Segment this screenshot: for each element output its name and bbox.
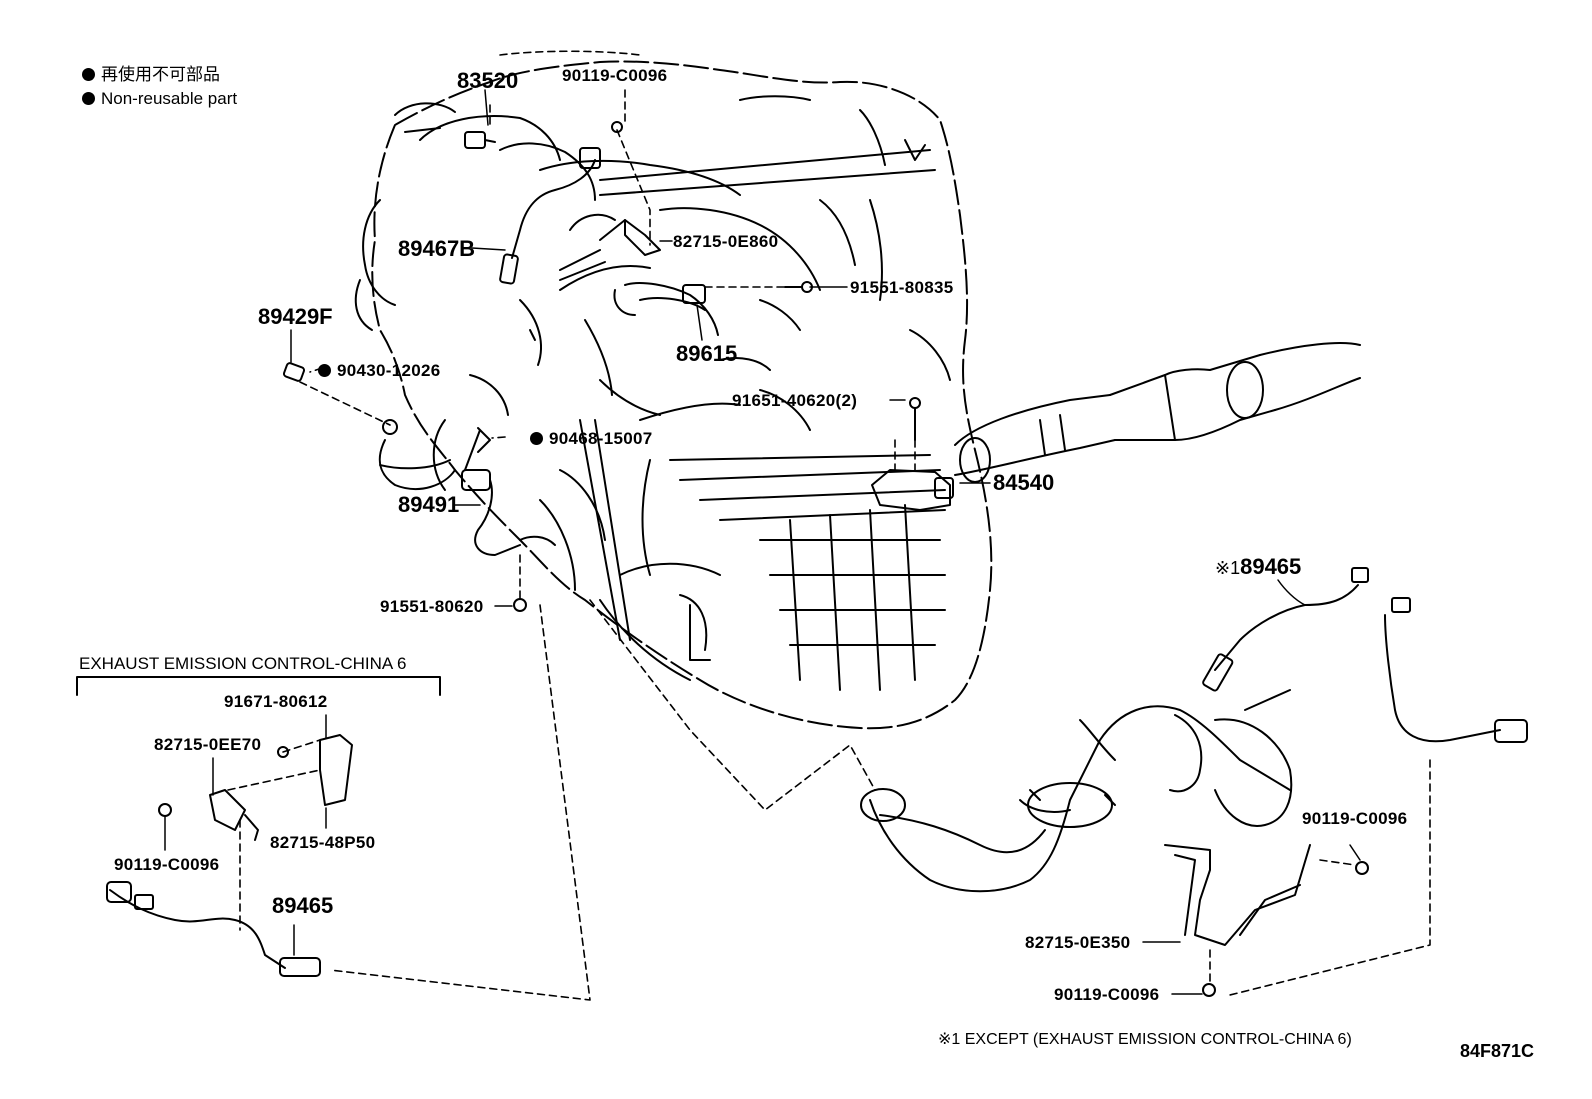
part-label-91551-80620[interactable]: 91551-80620 <box>380 597 484 616</box>
part-label-83520[interactable]: 83520 <box>457 68 519 93</box>
part-label-82715-0e350[interactable]: 82715-0E350 <box>1025 933 1131 952</box>
part-label-89429f[interactable]: 89429F <box>258 304 333 329</box>
part-number-text: 89465 <box>1240 554 1302 579</box>
part-label-89467b[interactable]: 89467B <box>398 236 476 261</box>
non-reusable-dot-icon <box>82 92 95 105</box>
part-number-text: 90468-15007 <box>549 429 653 448</box>
part-label-89465-inset[interactable]: 89465 <box>272 893 334 918</box>
dashed-connectors <box>227 50 1431 1001</box>
part-label-82715-48p50[interactable]: 82715-48P50 <box>270 833 376 852</box>
leader-lines <box>164 89 1361 995</box>
engine-block-outline <box>354 60 993 730</box>
part-label-84540[interactable]: 84540 <box>993 470 1055 495</box>
legend-en: Non-reusable part <box>82 90 237 107</box>
except-mark: ※1 <box>1215 558 1241 578</box>
part-label-91551-80835[interactable]: 91551-80835 <box>850 278 954 297</box>
part-label-89615[interactable]: 89615 <box>676 341 738 366</box>
part-label-91671-80612[interactable]: 91671-80612 <box>224 692 328 711</box>
part-label-90468-15007[interactable]: 90468-15007 <box>530 430 653 447</box>
non-reusable-dot-icon <box>318 364 331 377</box>
part-label-89491[interactable]: 89491 <box>398 492 460 517</box>
inset-parts <box>76 676 441 977</box>
part-label-90119-right[interactable]: 90119-C0096 <box>1302 809 1408 828</box>
footnote: ※1 EXCEPT (EXHAUST EMISSION CONTROL-CHIN… <box>938 1031 1352 1048</box>
part-label-91651-40620[interactable]: 91651-40620(2) <box>732 391 858 410</box>
non-reusable-dot-icon <box>82 68 95 81</box>
part-label-90430-12026[interactable]: 90430-12026 <box>318 362 441 379</box>
inset-title: EXHAUST EMISSION CONTROL-CHINA 6 <box>79 654 407 673</box>
part-label-82715-0e860[interactable]: 82715-0E860 <box>673 232 779 251</box>
part-number-text: 90430-12026 <box>337 361 441 380</box>
non-reusable-dot-icon <box>530 432 543 445</box>
part-label-90119-top[interactable]: 90119-C0096 <box>562 66 668 85</box>
legend-en-text: Non-reusable part <box>101 89 238 108</box>
part-label-90119-inset[interactable]: 90119-C0096 <box>114 855 220 874</box>
diagram-code: 84F871C <box>1460 1041 1535 1061</box>
legend-ja-text: 再使用不可部品 <box>101 65 220 84</box>
part-label-82715-0ee70[interactable]: 82715-0EE70 <box>154 735 262 754</box>
catalytic-converter-pipe <box>954 342 1361 483</box>
part-label-89465-main[interactable]: ※189465 <box>1215 556 1301 578</box>
front-exhaust-pipe <box>860 689 1293 893</box>
legend-ja: 再使用不可部品 <box>82 66 220 83</box>
part-label-90119-bottom[interactable]: 90119-C0096 <box>1054 985 1160 1004</box>
